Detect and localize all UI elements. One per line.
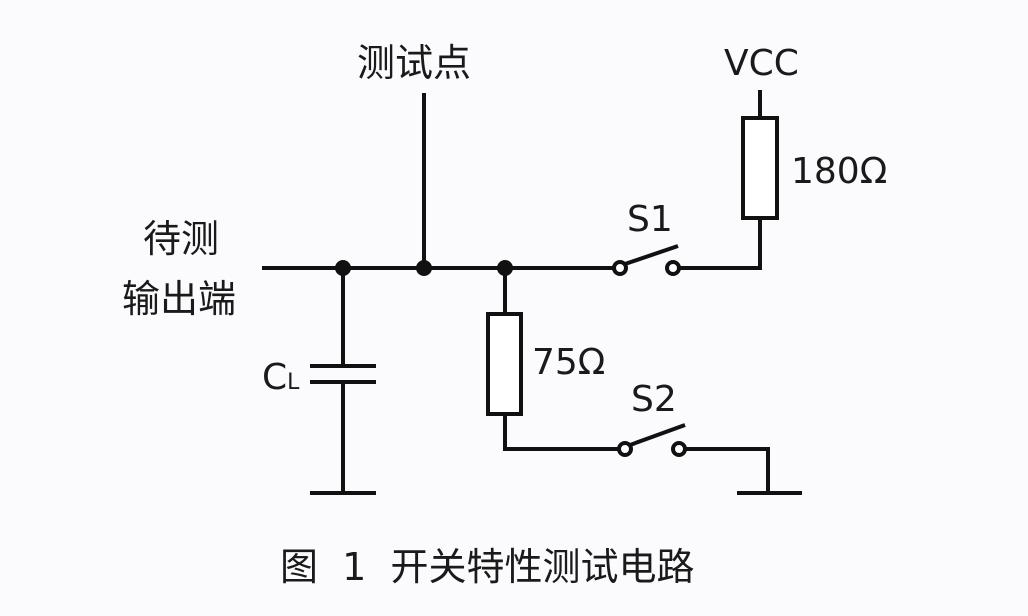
r-pullup-label: 180Ω bbox=[791, 151, 888, 192]
capacitor-label-main: C bbox=[262, 357, 288, 398]
switch-s2-lever bbox=[629, 423, 686, 447]
r-load-label: 75Ω bbox=[532, 342, 606, 383]
junction-dot-cap bbox=[335, 260, 351, 276]
vcc-label: VCC bbox=[724, 43, 799, 84]
figure-caption: 图 1 开关特性测试电路 bbox=[280, 545, 695, 589]
switch-s1-contact-left bbox=[612, 260, 628, 276]
capacitor-label-subscript: L bbox=[287, 370, 300, 395]
switch-s2-contact-left bbox=[617, 441, 633, 457]
dut-output-label-line1: 待测 bbox=[143, 217, 220, 261]
junction-dot-test-point bbox=[416, 260, 432, 276]
switch-s2-label: S2 bbox=[631, 379, 677, 420]
switch-s2-contact-right bbox=[671, 441, 687, 457]
switch-s1-label: S1 bbox=[627, 199, 673, 240]
junction-dot-r-load bbox=[497, 260, 513, 276]
resistor-75-ohm bbox=[486, 312, 523, 416]
capacitor-label: CL bbox=[262, 360, 299, 396]
s2-ground-wire bbox=[685, 447, 770, 493]
dut-output-label-line2: 输出端 bbox=[122, 277, 237, 321]
switch-s1-contact-right bbox=[665, 260, 681, 276]
switch-s1-lever bbox=[624, 244, 679, 266]
resistor-180-ohm bbox=[741, 116, 779, 220]
test-point-label: 测试点 bbox=[357, 41, 472, 85]
s1-to-pullup-wire bbox=[679, 218, 762, 270]
